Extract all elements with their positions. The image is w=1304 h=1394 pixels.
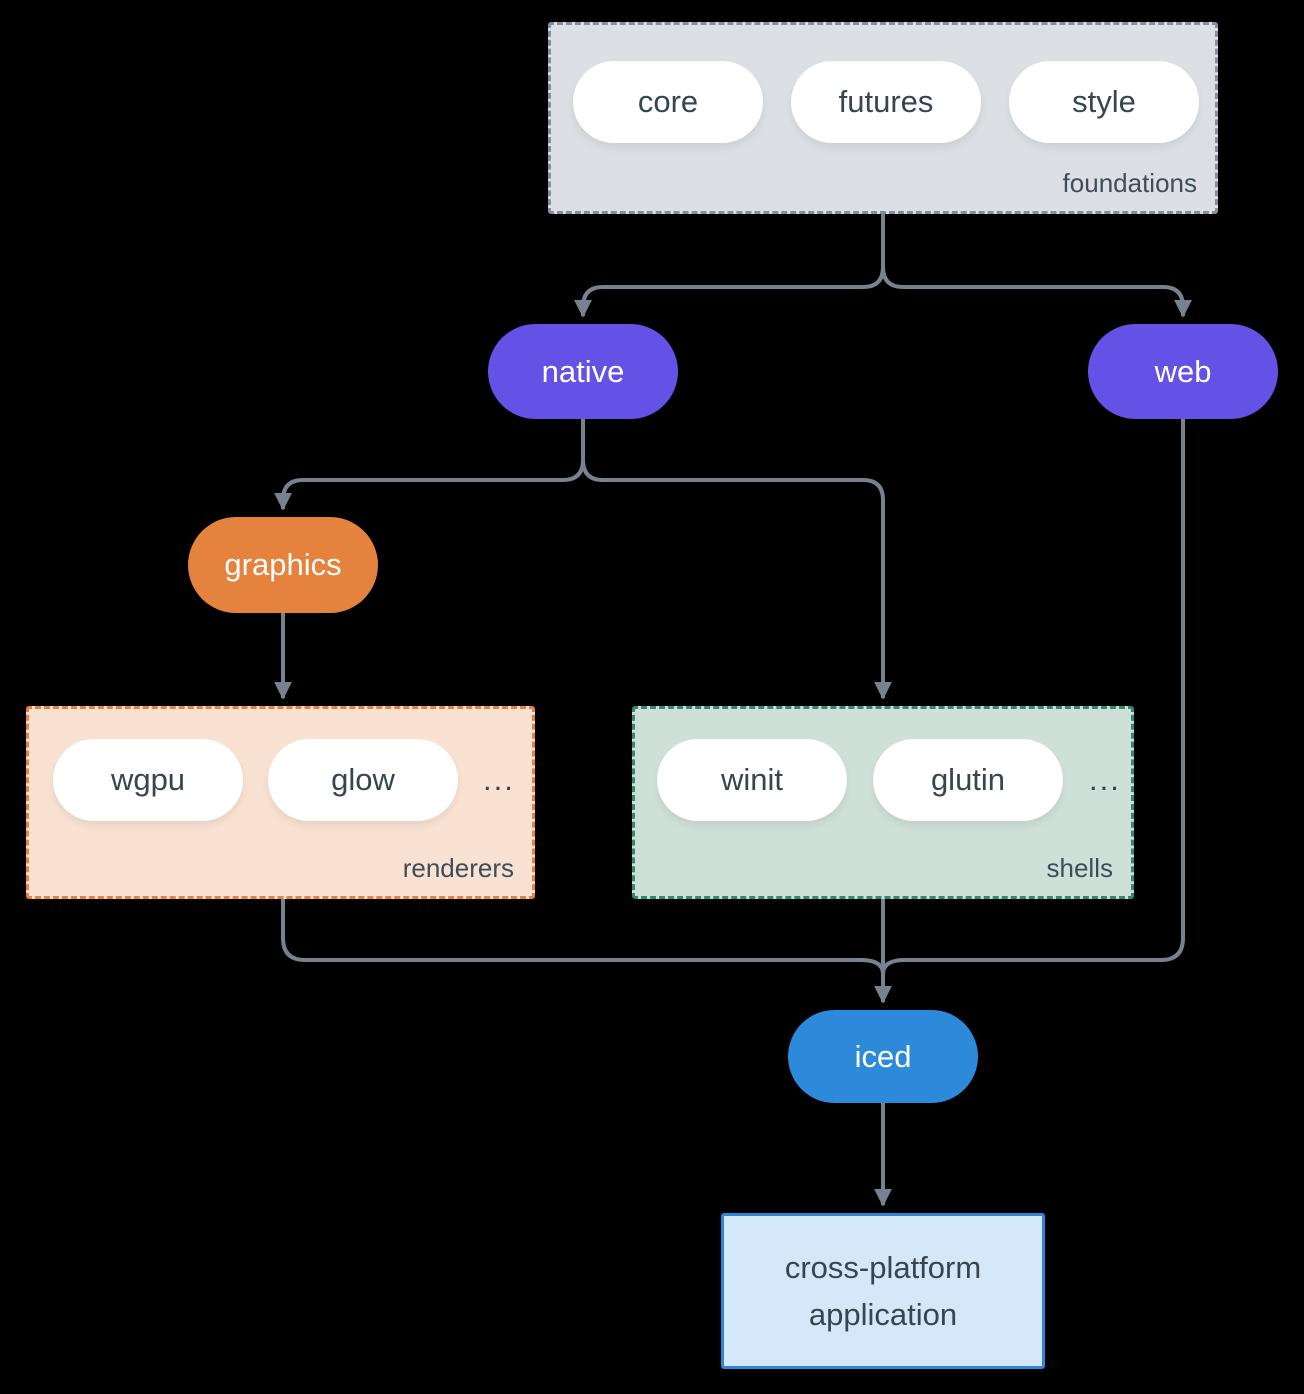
node-web: web bbox=[1088, 324, 1278, 419]
node-web-label: web bbox=[1154, 353, 1212, 389]
renderers-group-label: renderers bbox=[402, 853, 514, 883]
node-graphics: graphics bbox=[188, 517, 378, 613]
node-iced-label: iced bbox=[854, 1038, 912, 1074]
pill-glutin: glutin bbox=[873, 739, 1063, 821]
pill-futures-label: futures bbox=[838, 84, 934, 119]
node-cross-platform-application: cross-platform application bbox=[721, 1213, 1045, 1369]
pill-winit-label: winit bbox=[720, 762, 783, 797]
pill-glow-label: glow bbox=[331, 762, 395, 797]
renderers-pill-row: wgpu glow ... bbox=[53, 739, 515, 821]
pill-core-label: core bbox=[637, 84, 699, 119]
pill-futures: futures bbox=[791, 61, 981, 143]
pill-glow: glow bbox=[268, 739, 458, 821]
pill-winit: winit bbox=[657, 739, 847, 821]
foundations-group: core futures style foundations bbox=[548, 22, 1218, 214]
application-label-line1: cross-platform bbox=[784, 1250, 982, 1285]
node-native-label: native bbox=[541, 353, 625, 389]
edge-web-to-merge bbox=[881, 419, 1185, 975]
edge-renderers-to-merge bbox=[281, 899, 885, 975]
renderers-ellipsis: ... bbox=[483, 762, 515, 797]
pill-glutin-label: glutin bbox=[930, 762, 1006, 797]
shells-pill-row: winit glutin ... bbox=[657, 739, 1121, 821]
renderers-group: wgpu glow ... renderers bbox=[26, 706, 535, 899]
node-native: native bbox=[488, 324, 678, 419]
pill-wgpu-label: wgpu bbox=[110, 762, 186, 797]
shells-ellipsis: ... bbox=[1089, 762, 1121, 797]
foundations-group-label: foundations bbox=[1062, 168, 1197, 198]
shells-group: winit glutin ... shells bbox=[632, 706, 1134, 899]
pill-style-label: style bbox=[1072, 84, 1136, 119]
shells-group-label: shells bbox=[1046, 853, 1113, 883]
edge-native-to-graphics bbox=[274, 419, 585, 511]
node-iced: iced bbox=[788, 1010, 978, 1103]
node-graphics-label: graphics bbox=[224, 547, 342, 582]
foundations-pill-row: core futures style bbox=[573, 61, 1199, 143]
pill-style: style bbox=[1009, 61, 1199, 143]
edge-foundations-to-native bbox=[574, 214, 885, 318]
application-label-line2: application bbox=[808, 1297, 958, 1332]
edge-foundations-to-web bbox=[881, 214, 1192, 318]
pill-wgpu: wgpu bbox=[53, 739, 243, 821]
pill-core: core bbox=[573, 61, 763, 143]
edge-native-to-shells bbox=[581, 419, 892, 700]
